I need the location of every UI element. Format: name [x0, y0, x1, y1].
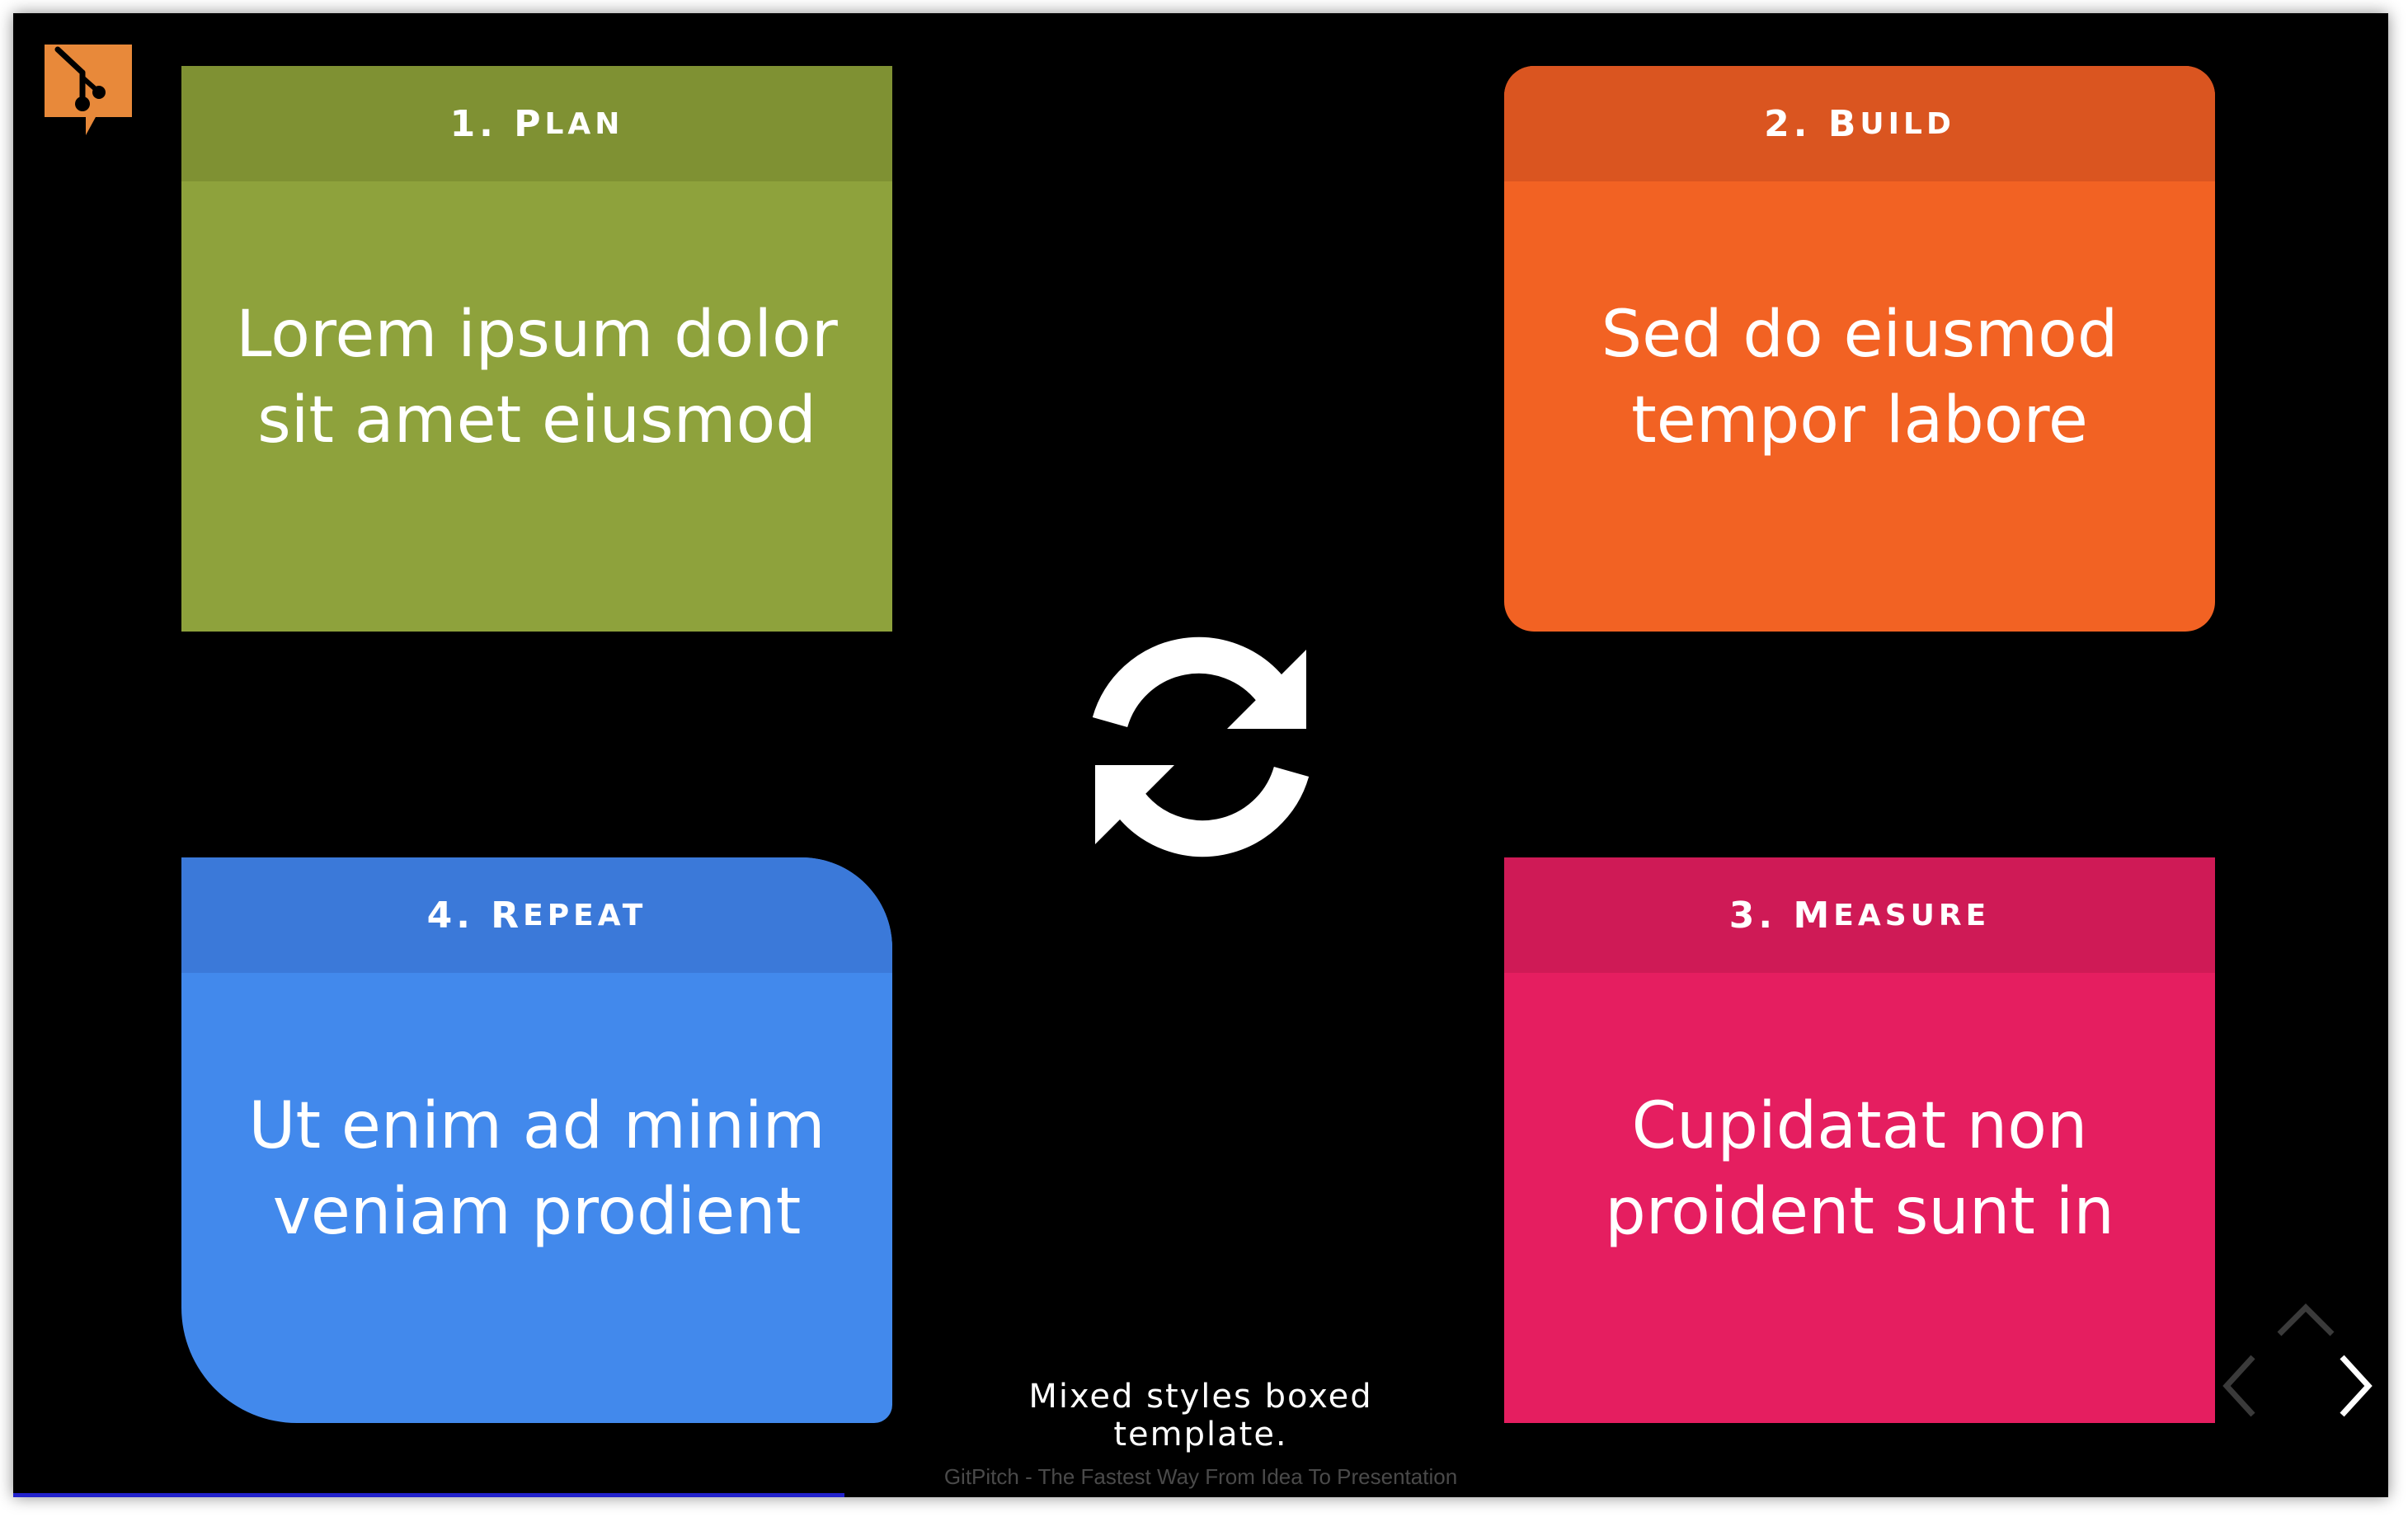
measure-text: Cupidatat non proident sunt in — [1605, 1089, 2114, 1249]
repeat-title-rest: epeat — [523, 898, 647, 932]
measure-header: 3. Measure — [1504, 857, 2215, 973]
measure-box: 3. Measure Cupidatat non proident sunt i… — [1504, 857, 2215, 1423]
build-text: Sed do eiusmod tempor labore — [1601, 298, 2119, 458]
sync-cycle-icon — [1092, 636, 1310, 857]
gitpitch-logo-icon[interactable] — [45, 45, 132, 135]
plan-title-rest: lan — [544, 106, 624, 141]
slide-frame: 1. Plan Lorem ipsum dolor sit amet eiusm… — [13, 13, 2388, 1497]
measure-title-initial: M — [1793, 894, 1834, 937]
repeat-number: 4. — [426, 894, 474, 937]
measure-number: 3. — [1728, 894, 1777, 937]
repeat-text: Ut enim ad minim veniam prodient — [248, 1089, 825, 1249]
build-number: 2. — [1764, 102, 1812, 145]
plan-number: 1. — [449, 102, 497, 145]
build-title-rest: uild — [1860, 106, 1955, 141]
footer-tagline: GitPitch - The Fastest Way From Idea To … — [943, 1464, 1458, 1489]
progress-bar — [13, 1493, 844, 1497]
repeat-title-initial: R — [491, 894, 524, 937]
chevron-left-icon[interactable] — [2215, 1349, 2265, 1423]
plan-header: 1. Plan — [181, 66, 892, 181]
plan-box: 1. Plan Lorem ipsum dolor sit amet eiusm… — [181, 66, 892, 632]
build-box: 2. Build Sed do eiusmod tempor labore — [1504, 66, 2215, 632]
measure-title-rest: easure — [1833, 898, 1991, 932]
chevron-up-icon[interactable] — [2273, 1299, 2339, 1341]
plan-text: Lorem ipsum dolor sit amet eiusmod — [236, 298, 838, 458]
chevron-right-icon[interactable] — [2330, 1349, 2380, 1423]
repeat-header: 4. Repeat — [181, 857, 892, 973]
build-header: 2. Build — [1504, 66, 2215, 181]
plan-title-initial: P — [514, 102, 545, 145]
repeat-box: 4. Repeat Ut enim ad minim veniam prodie… — [181, 857, 892, 1423]
slide-caption: Mixed styles boxed template. — [1028, 1378, 1373, 1454]
build-title-initial: B — [1827, 102, 1860, 145]
